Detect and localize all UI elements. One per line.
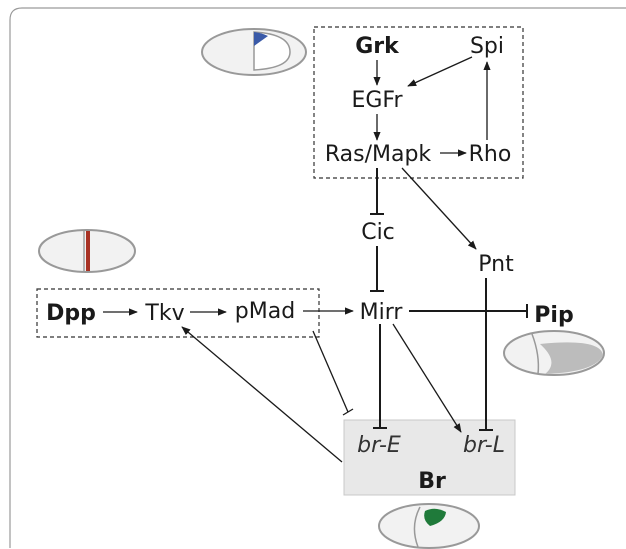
egfr-pathway-box [313, 26, 524, 179]
edge-br-tkv [181, 326, 343, 463]
node-rho: Rho [469, 142, 512, 167]
node-tkv: Tkv [144, 301, 184, 326]
node-br: Br [418, 469, 446, 494]
edge-pmad-bre-inhibit [312, 330, 349, 413]
egg-icon-br [378, 503, 480, 549]
dpp-pathway-box [36, 288, 320, 338]
edge-rasmapk-pnt [401, 167, 477, 250]
egg-icon-pip [503, 330, 605, 376]
node-egfr: EGFr [351, 88, 403, 113]
node-bre: br-E [357, 433, 401, 458]
node-rasmapk: Ras/Mapk [325, 142, 432, 167]
node-pnt: Pnt [478, 252, 514, 277]
edge-mirr-brl [392, 323, 462, 433]
node-spi: Spi [470, 34, 504, 59]
egg-icon-grk [201, 28, 307, 76]
node-dpp: Dpp [46, 301, 96, 326]
node-grk: Grk [355, 34, 400, 59]
node-pmad: pMad [235, 299, 295, 324]
br-target-box [343, 419, 516, 496]
node-pip: Pip [534, 303, 573, 328]
node-mirr: Mirr [360, 300, 404, 325]
egg-icon-dpp [38, 229, 136, 273]
figure-frame [9, 7, 626, 548]
node-brl: br-L [463, 433, 505, 458]
node-cic: Cic [361, 220, 395, 245]
edge-spi-egfr [407, 56, 473, 87]
